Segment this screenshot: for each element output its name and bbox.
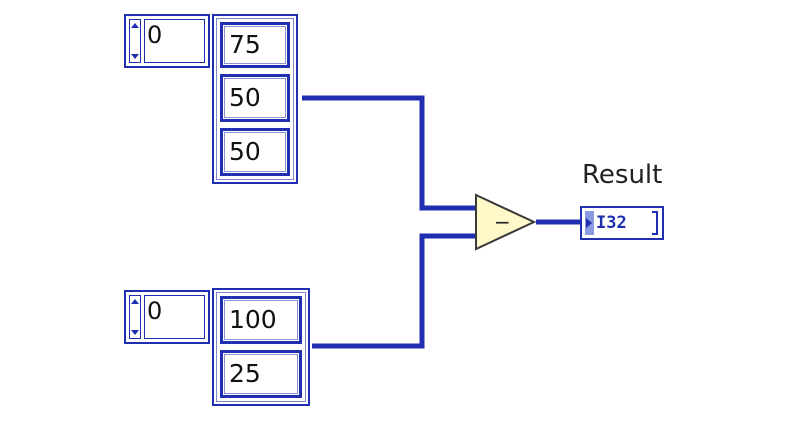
array-element-top-0[interactable]: 75 bbox=[220, 22, 290, 68]
element-value: 25 bbox=[229, 359, 261, 388]
index-spinner-top[interactable] bbox=[129, 19, 141, 63]
array-element-bottom-0[interactable]: 100 bbox=[220, 296, 302, 344]
array-element-bottom-1[interactable]: 25 bbox=[220, 350, 302, 398]
result-label: Result bbox=[582, 160, 663, 190]
decrement-arrow-icon[interactable] bbox=[131, 330, 139, 335]
result-indicator[interactable]: I32 bbox=[580, 206, 664, 240]
element-value: 75 bbox=[229, 30, 261, 59]
array-element-top-2[interactable]: 50 bbox=[220, 128, 290, 176]
bracket-icon bbox=[652, 211, 658, 235]
element-value: 100 bbox=[229, 305, 277, 334]
terminal-arrow-icon bbox=[585, 211, 594, 235]
index-spinner-bottom[interactable] bbox=[129, 295, 141, 339]
element-value: 50 bbox=[229, 83, 261, 112]
wire-bottom-array[interactable] bbox=[312, 233, 476, 349]
increment-arrow-icon[interactable] bbox=[131, 299, 139, 304]
wire-top-array[interactable] bbox=[302, 95, 476, 211]
increment-arrow-icon[interactable] bbox=[131, 23, 139, 28]
array-index-bottom[interactable]: 0 bbox=[124, 290, 210, 344]
datatype-label: I32 bbox=[596, 213, 627, 233]
subtract-icon[interactable]: − bbox=[472, 192, 540, 252]
decrement-arrow-icon[interactable] bbox=[131, 54, 139, 59]
element-value: 50 bbox=[229, 137, 261, 166]
array-index-top[interactable]: 0 bbox=[124, 14, 210, 68]
index-value-top[interactable]: 0 bbox=[144, 19, 205, 63]
subtract-symbol: − bbox=[494, 210, 511, 234]
array-element-top-1[interactable]: 50 bbox=[220, 74, 290, 122]
index-value-bottom[interactable]: 0 bbox=[144, 295, 205, 339]
